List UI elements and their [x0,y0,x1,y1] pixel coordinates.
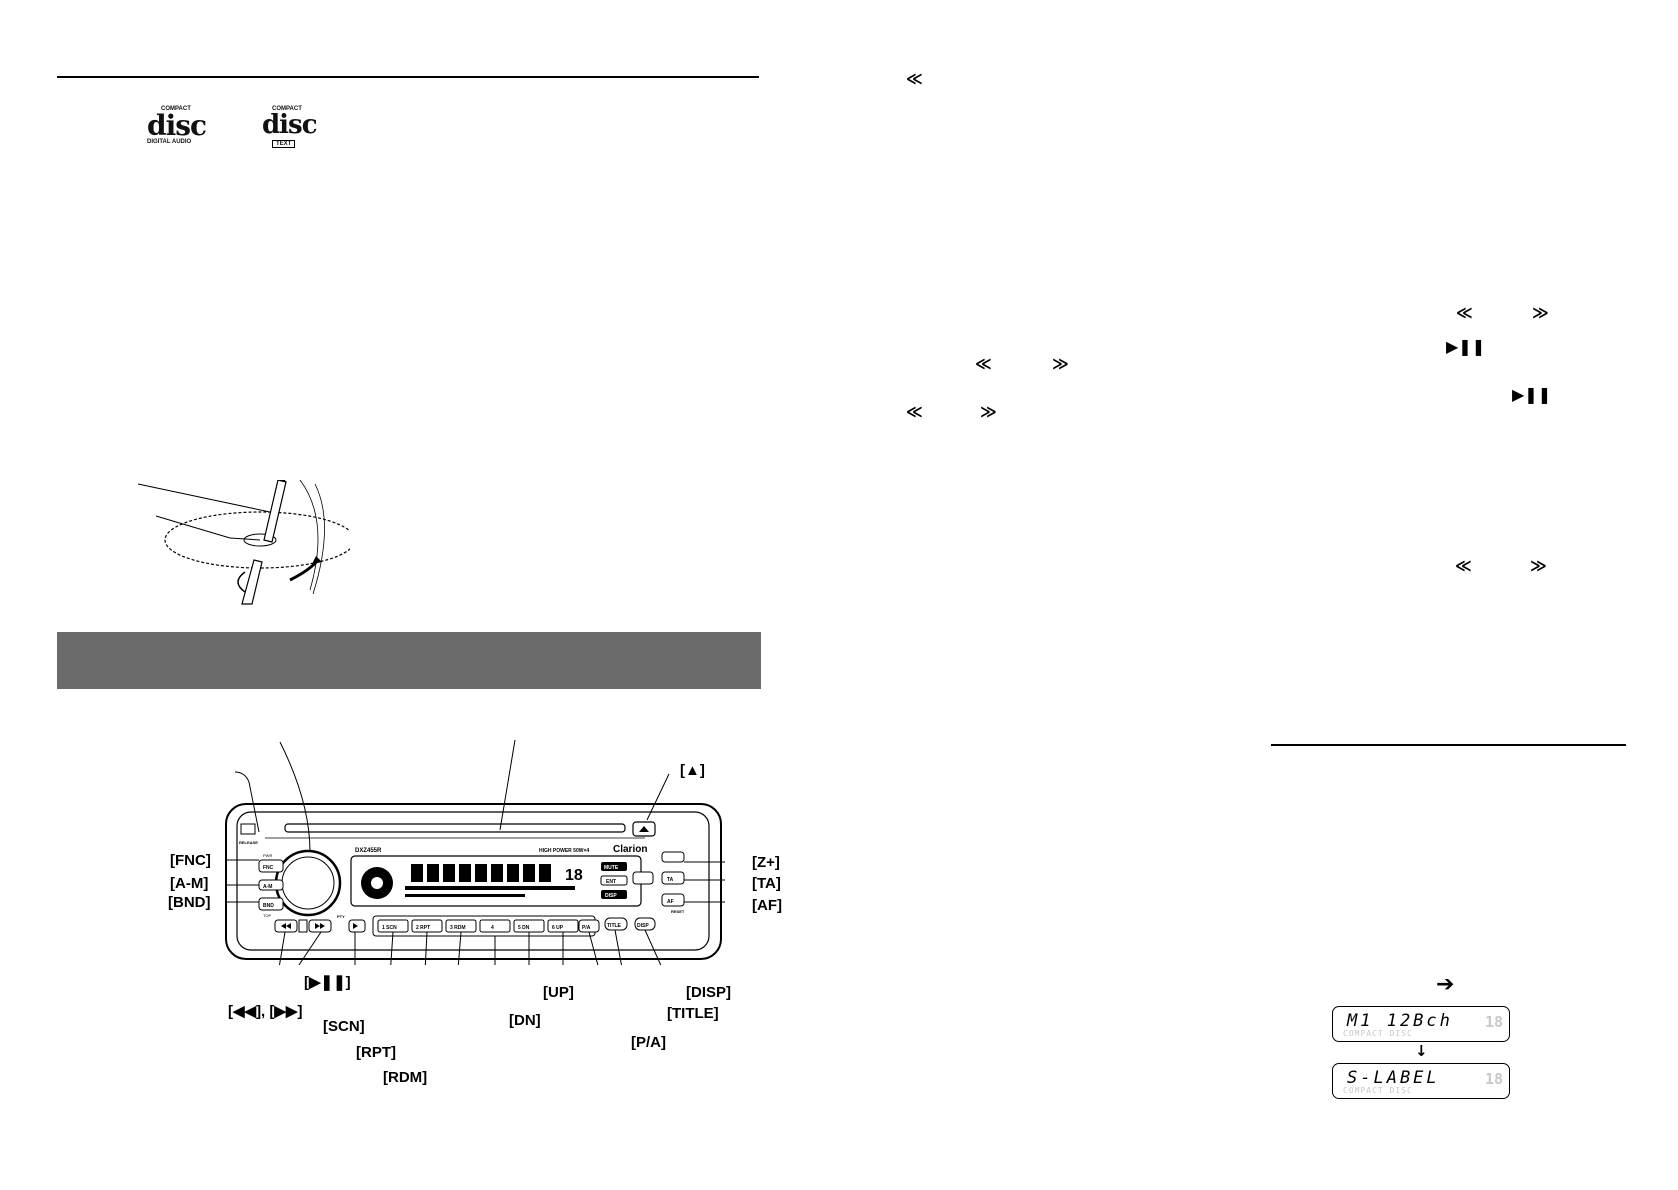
scn-label: [SCN] [323,1018,365,1035]
rewind-icon: ≪ [1455,556,1472,575]
down-arrow-icon: ↓ [1415,1042,1428,1060]
forward-icon: ≫ [1532,303,1549,322]
rpt-label: [RPT] [356,1044,396,1061]
up-label: [UP] [543,984,574,1001]
svg-text:6 UP: 6 UP [552,925,564,931]
svg-text:ENT: ENT [606,879,616,885]
fnc-label: [FNC] [170,852,211,869]
disc-cleaning-illustration [137,480,350,605]
ta-label: [TA] [752,875,781,892]
lcd-display-2: S-LABEL 18 COMPACT DISC [1332,1063,1510,1099]
svg-text:DISP: DISP [605,893,617,899]
af-label: [AF] [752,897,782,914]
forward-icon: ≫ [980,402,997,421]
svg-text:18: 18 [565,867,583,884]
rdm-label: [RDM] [383,1069,428,1086]
bnd-label: [BND] [168,894,211,911]
top-rule-left [57,76,759,78]
svg-text:4: 4 [491,925,494,931]
forward-icon: ≫ [1052,354,1069,373]
play-pause-label: [▶❚❚] [304,974,351,991]
svg-text:RELEASE: RELEASE [239,840,258,845]
am-label: [A-M] [170,875,209,892]
svg-text:3 RDM: 3 RDM [450,925,466,931]
play-pause-icon: ▶❚❚ [1446,337,1486,356]
section-heading-bar [57,632,761,689]
svg-text:AF: AF [667,899,674,905]
control-panel-diagram: RELEASE FNC PWR A-M BND TOP DXZ455R HIGH… [225,740,725,965]
lcd-display-1: M1 12Bch 18 COMPACT DISC [1332,1006,1510,1042]
svg-text:TA: TA [667,877,674,883]
cd-text-logo: COMPACT disc TEXT [262,106,318,148]
pa-label: [P/A] [631,1034,666,1051]
svg-text:RESET: RESET [671,909,685,914]
svg-text:DXZ455R: DXZ455R [355,848,382,854]
title-label: [TITLE] [667,1005,719,1022]
forward-icon: ≫ [1530,556,1547,575]
svg-text:MUTE: MUTE [604,865,619,871]
svg-text:2 RPT: 2 RPT [416,925,430,931]
rewind-icon: ≪ [906,402,923,421]
svg-text:1 SCN: 1 SCN [382,925,397,931]
top-rule-right [1271,744,1626,746]
svg-text:A-M: A-M [263,884,272,890]
svg-text:TITLE: TITLE [607,923,622,929]
svg-text:FNC: FNC [263,865,274,871]
eject-label: [▲] [680,762,705,779]
svg-text:Clarion: Clarion [613,844,647,855]
svg-text:BND: BND [263,903,274,909]
play-pause-icon: ▶❚❚ [1512,385,1552,404]
zplus-label: [Z+] [752,854,780,871]
right-arrow-icon: ➔ [1436,972,1455,997]
rewind-icon: ≪ [1456,303,1473,322]
rew-ff-label: [◀◀], [▶▶] [228,1003,303,1020]
svg-text:HIGH POWER 50W×4: HIGH POWER 50W×4 [539,848,589,854]
svg-text:TOP: TOP [263,913,271,918]
rewind-icon: ≪ [906,69,923,88]
svg-text:5 DN: 5 DN [518,925,530,931]
cd-digital-audio-logo: COMPACT disc DIGITAL AUDIO [147,106,207,145]
dn-label: [DN] [509,1012,541,1029]
rewind-icon: ≪ [975,354,992,373]
svg-text:PTY: PTY [337,914,345,919]
svg-text:DISP: DISP [637,923,649,929]
disp-label: [DISP] [686,984,731,1001]
svg-text:P/A: P/A [582,925,591,931]
svg-text:PWR: PWR [263,853,272,858]
